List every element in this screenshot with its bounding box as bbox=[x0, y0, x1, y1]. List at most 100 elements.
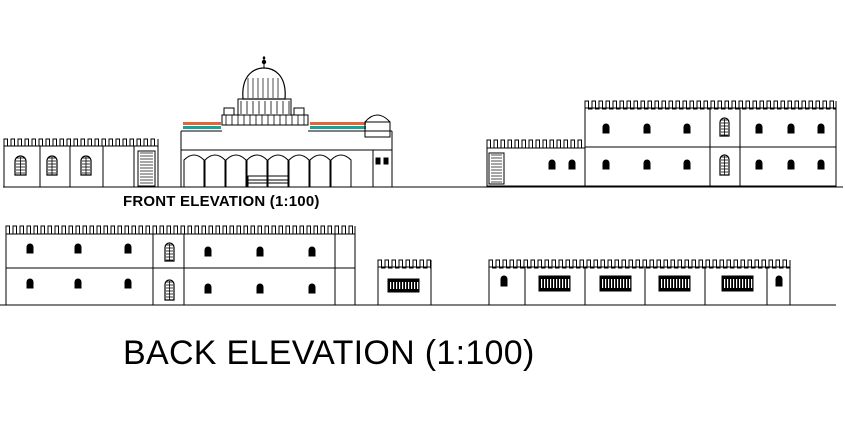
arcade-arch bbox=[204, 154, 226, 187]
left-wing-parapet bbox=[3, 138, 159, 147]
window-grille-gap bbox=[544, 279, 546, 288]
window-grille-gap bbox=[550, 279, 552, 288]
window-grille-gap bbox=[568, 279, 570, 288]
window-grille-gap bbox=[730, 279, 732, 288]
arched-window bbox=[204, 246, 212, 257]
arched-window bbox=[755, 123, 763, 134]
window-grille-gap bbox=[614, 279, 616, 288]
window-grille-gap bbox=[751, 279, 753, 288]
back-grille-window bbox=[721, 275, 754, 292]
window-grille-gap bbox=[688, 279, 690, 288]
window-grille-gap bbox=[408, 282, 410, 289]
window-grille-gap bbox=[556, 279, 558, 288]
window-grille-gap bbox=[664, 279, 666, 288]
arched-window bbox=[602, 123, 610, 134]
arched-window bbox=[602, 159, 610, 170]
window-grille-gap bbox=[547, 279, 549, 288]
window-grille-gap bbox=[559, 279, 561, 288]
arched-window bbox=[755, 159, 763, 170]
window-grille-gap bbox=[541, 279, 543, 288]
arched-window bbox=[256, 283, 264, 294]
parapet-accent-band bbox=[310, 126, 366, 129]
tower-arched-window bbox=[719, 117, 730, 137]
back-main-parapet bbox=[5, 225, 356, 235]
arcade-arch bbox=[246, 154, 268, 187]
window-grille-gap bbox=[670, 279, 672, 288]
main-dome bbox=[242, 67, 286, 100]
arcade-arch bbox=[288, 154, 310, 187]
window-grille-gap bbox=[739, 279, 741, 288]
arched-window bbox=[817, 123, 825, 134]
arched-window bbox=[548, 159, 556, 170]
window-grille-gap bbox=[629, 279, 631, 288]
arched-window bbox=[308, 246, 316, 257]
window-grille-gap bbox=[733, 279, 735, 288]
window-grille-gap bbox=[724, 279, 726, 288]
back-small-block bbox=[377, 266, 432, 306]
window-frame bbox=[46, 155, 58, 176]
window-grille-gap bbox=[742, 279, 744, 288]
right-tower-parapet bbox=[584, 100, 837, 110]
arched-window bbox=[643, 159, 651, 170]
window-grille-gap bbox=[685, 279, 687, 288]
arched-window bbox=[643, 123, 651, 134]
window-grille-gap bbox=[605, 279, 607, 288]
entrance-steps bbox=[247, 175, 289, 188]
window-grille-gap bbox=[661, 279, 663, 288]
back-elevation-drawing bbox=[0, 225, 836, 306]
arched-window bbox=[124, 243, 132, 254]
side-pavilion bbox=[364, 121, 391, 138]
arched-window bbox=[500, 275, 508, 287]
front-elevation-drawing bbox=[3, 56, 843, 188]
arched-window bbox=[74, 243, 82, 254]
window-grille-gap bbox=[402, 282, 404, 289]
left-wing-window bbox=[46, 155, 58, 176]
right-low-door bbox=[488, 152, 505, 185]
window-frame bbox=[719, 154, 730, 176]
finial-orb bbox=[261, 59, 267, 65]
window-grille-gap bbox=[745, 279, 747, 288]
back-grille-window bbox=[658, 275, 691, 292]
arched-window bbox=[683, 123, 691, 134]
arcade-arch bbox=[225, 154, 247, 187]
arched-window bbox=[26, 278, 34, 289]
window-grille-gap bbox=[679, 279, 681, 288]
arched-window bbox=[787, 123, 795, 134]
window-grille-gap bbox=[553, 279, 555, 288]
back-arched-window bbox=[164, 279, 175, 301]
arched-window bbox=[124, 278, 132, 289]
small-window bbox=[383, 157, 389, 165]
arched-window bbox=[26, 243, 34, 254]
window-grille-gap bbox=[673, 279, 675, 288]
arcade-arch bbox=[309, 154, 331, 187]
arched-window bbox=[775, 275, 783, 287]
window-frame bbox=[164, 242, 175, 262]
window-grille-gap bbox=[396, 282, 398, 289]
left-wing-window bbox=[14, 155, 27, 176]
dome-terrace-rail bbox=[221, 114, 309, 126]
window-frame bbox=[80, 155, 92, 176]
back-small-parapet bbox=[377, 259, 432, 269]
window-grille-gap bbox=[414, 282, 416, 289]
window-frame bbox=[164, 279, 175, 301]
window-grille-gap bbox=[417, 282, 419, 289]
window-grille-gap bbox=[748, 279, 750, 288]
arched-window bbox=[817, 159, 825, 170]
parapet-accent-band bbox=[183, 126, 221, 129]
window-grille-gap bbox=[611, 279, 613, 288]
back-right-parapet bbox=[488, 259, 791, 269]
pavilion-roof bbox=[364, 114, 391, 123]
window-grille-gap bbox=[676, 279, 678, 288]
window-grille-gap bbox=[617, 279, 619, 288]
left-wing-window bbox=[80, 155, 92, 176]
window-frame bbox=[14, 155, 27, 176]
terrace-kiosk bbox=[293, 107, 305, 116]
window-grille-gap bbox=[608, 279, 610, 288]
parapet-accent-band bbox=[310, 122, 366, 125]
back-arched-window bbox=[164, 242, 175, 262]
left-wing-door bbox=[137, 150, 156, 187]
window-grille-gap bbox=[727, 279, 729, 288]
right-low-parapet bbox=[486, 139, 586, 149]
front-elevation-title: FRONT ELEVATION (1:100) bbox=[123, 193, 320, 210]
